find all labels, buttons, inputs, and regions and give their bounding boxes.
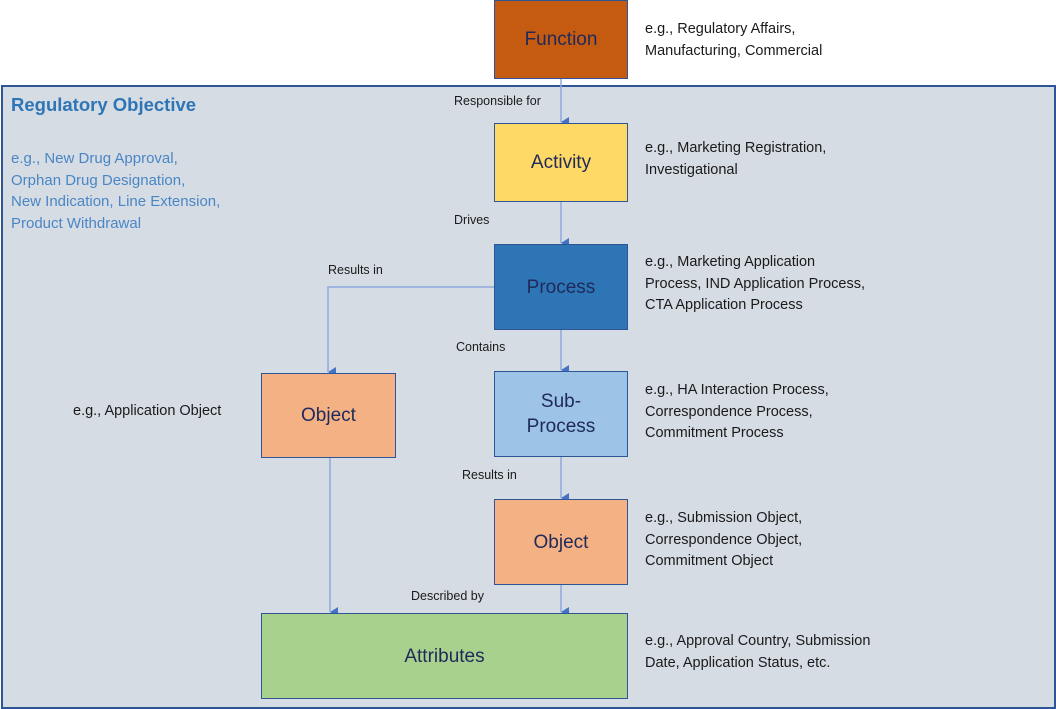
example-line: e.g., Application Object <box>73 403 222 419</box>
example-line: Commitment Process <box>645 425 784 441</box>
object-left-box: Object <box>261 373 396 458</box>
example-line: e.g., Marketing Registration, <box>645 140 827 156</box>
edge-label-drives: Drives <box>454 213 490 227</box>
example-line: Date, Application Status, etc. <box>645 654 831 671</box>
activity-label: Activity <box>530 152 592 173</box>
example-line: CTA Application Process <box>645 297 803 313</box>
object-right-box: Object <box>494 499 628 585</box>
function-box: Function <box>494 0 628 79</box>
subprocess-examples: e.g., HA Interaction Process, Correspond… <box>645 380 829 445</box>
example-line: e.g., Approval Country, Submission <box>645 633 871 649</box>
frame-description-line: e.g., New Drug Approval, <box>11 150 178 167</box>
subprocess-label-line1: Sub- <box>540 391 582 412</box>
object-right-label: Object <box>533 531 589 553</box>
frame-description: e.g., New Drug Approval, Orphan Drug Des… <box>11 148 311 234</box>
example-line: Correspondence Process, <box>645 403 813 420</box>
attributes-box: Attributes <box>261 613 628 699</box>
edge-label-contains: Contains <box>456 340 506 354</box>
subprocess-box: Sub- Process <box>494 371 628 457</box>
frame-title: Regulatory Objective <box>11 94 197 115</box>
frame-description-line: Orphan Drug Designation, <box>11 171 186 189</box>
example-line: Investigational <box>645 161 738 178</box>
attributes-label: Attributes <box>404 645 485 667</box>
example-line: e.g., Submission Object, <box>645 510 803 526</box>
activity-box: Activity <box>494 123 628 202</box>
function-label: Function <box>524 29 598 50</box>
activity-examples: e.g., Marketing Registration, Investigat… <box>645 138 826 181</box>
edge-label-described-by: Described by <box>411 589 484 603</box>
example-line: e.g., Marketing Application <box>645 254 816 270</box>
object-left-examples: e.g., Application Object <box>73 401 221 423</box>
frame-description-line: Product Withdrawal <box>11 214 142 232</box>
object-left-label: Object <box>301 405 356 426</box>
example-line: e.g., Regulatory Affairs, <box>645 21 796 37</box>
edge-label-responsible-for: Responsible for <box>454 94 541 108</box>
object-right-examples: e.g., Submission Object, Correspondence … <box>645 508 802 573</box>
example-line: Process, IND Application Process, <box>645 275 866 292</box>
process-examples: e.g., Marketing Application Process, IND… <box>645 252 865 317</box>
subprocess-label-line2: Process <box>526 416 596 437</box>
function-examples: e.g., Regulatory Affairs, Manufacturing,… <box>645 19 822 62</box>
example-line: Correspondence Object, <box>645 531 803 548</box>
example-line: Manufacturing, Commercial <box>645 42 823 59</box>
attributes-examples: e.g., Approval Country, Submission Date,… <box>645 631 870 674</box>
edge-label-results-in-left: Results in <box>328 263 383 277</box>
frame-description-line: New Indication, Line Extension, <box>11 193 221 210</box>
process-label: Process <box>526 276 596 298</box>
example-line: e.g., HA Interaction Process, <box>645 382 829 398</box>
example-line: Commitment Object <box>645 553 774 569</box>
process-box: Process <box>494 244 628 330</box>
edge-label-results-in-right: Results in <box>462 468 517 482</box>
